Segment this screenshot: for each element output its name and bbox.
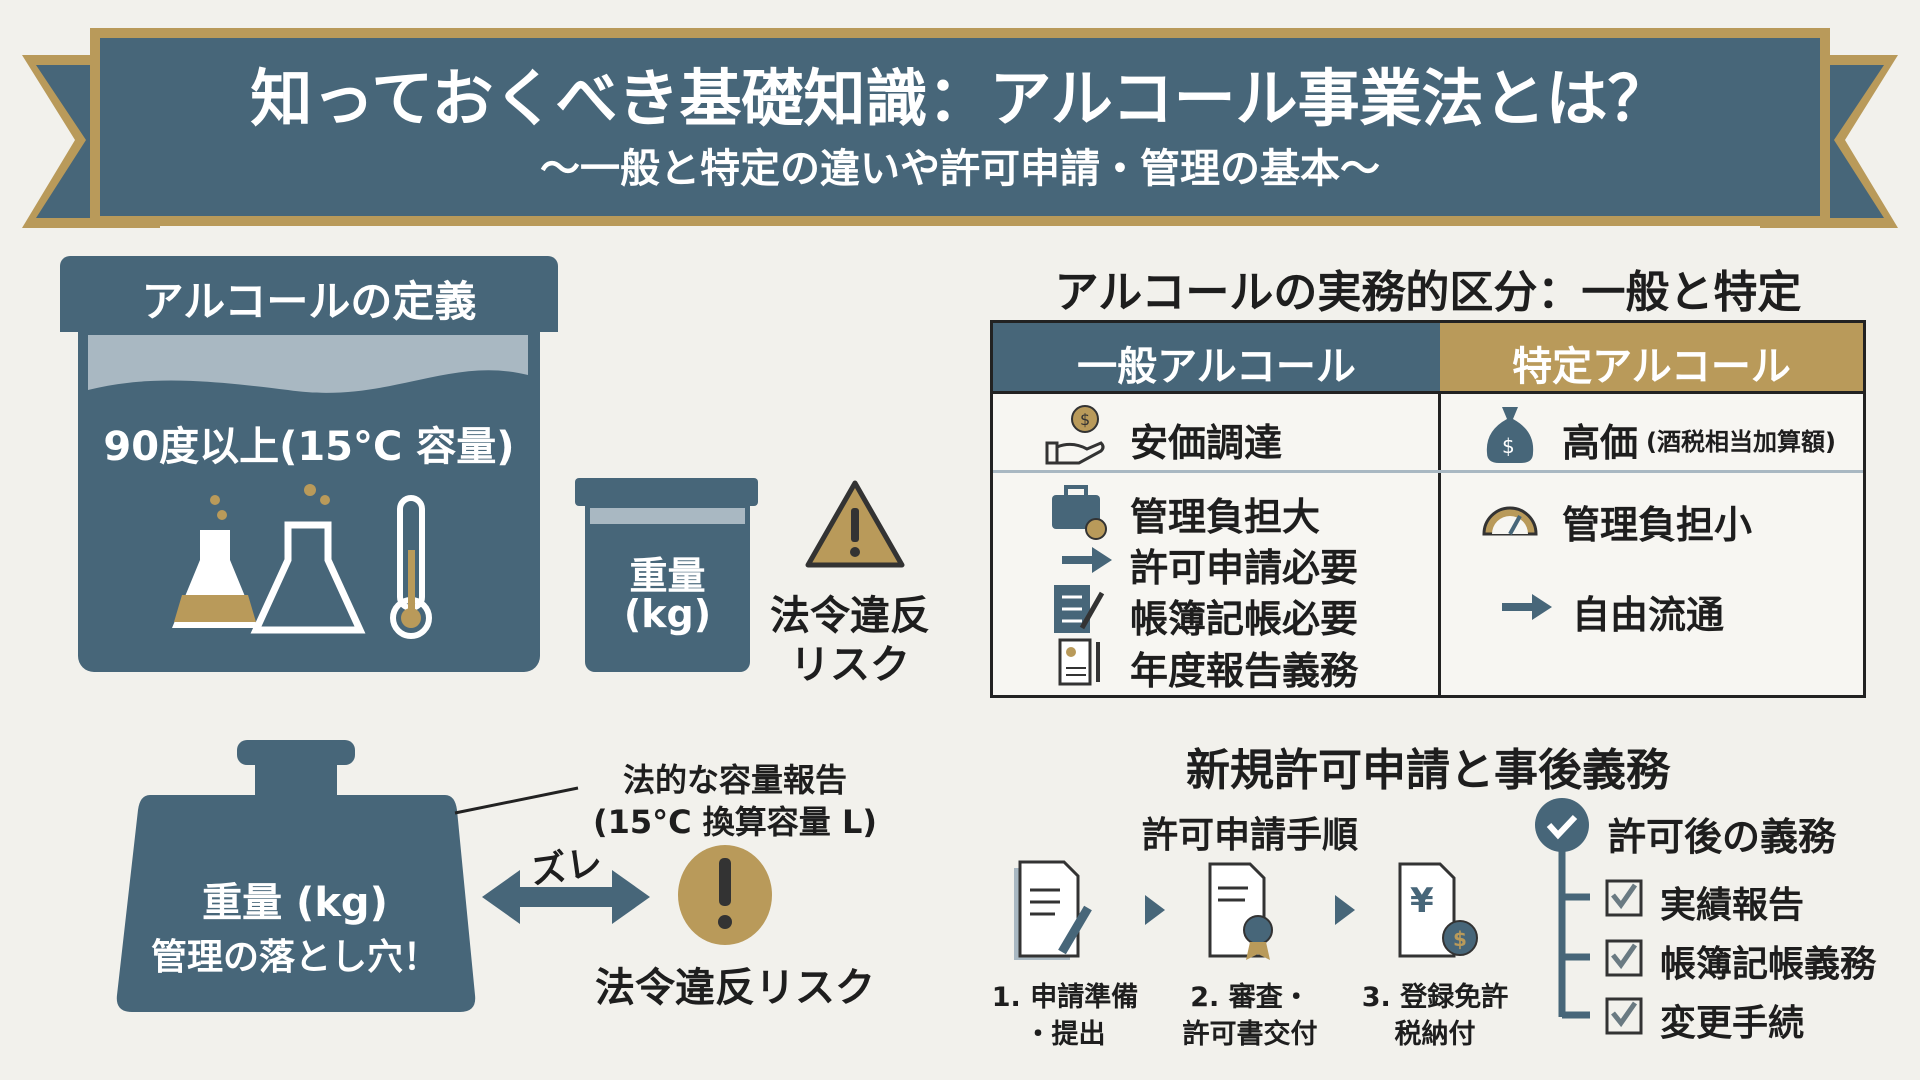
money-bag-icon: $ — [1486, 407, 1534, 463]
step-3-label: 3. 登録免許 — [1361, 982, 1509, 1013]
coin-hand-icon: $ — [1045, 405, 1105, 465]
beaker-icon — [250, 484, 366, 634]
specific-price: 高価 (酒税相当加算額) — [1562, 412, 1836, 467]
step-arrow-icon — [1335, 895, 1355, 925]
legal-risk-label: 法令違反リスク — [595, 965, 875, 1011]
ribbon-shape — [22, 28, 1898, 228]
specific-item: 自由流通 — [1572, 593, 1725, 637]
arrow-right-icon — [1062, 547, 1112, 573]
yen-document-icon: ¥ $ — [1398, 862, 1478, 958]
legal-report-unit: (15°C 換算容量 L) — [593, 803, 877, 841]
double-arrow-icon — [482, 870, 650, 924]
classification-title: アルコールの実務的区分：一般と特定 — [1054, 267, 1802, 318]
specific-item: 管理負担小 — [1562, 503, 1753, 547]
risk-label-line1: 法令違反 — [770, 593, 930, 639]
briefcase-icon — [1052, 485, 1107, 540]
page-subtitle: 〜一般と特定の違いや許可申請・管理の基本〜 — [540, 146, 1380, 192]
steps-title: 許可申請手順 — [1141, 815, 1358, 856]
certificate-icon — [1208, 862, 1273, 960]
obligation-item: 実績報告 — [1660, 885, 1805, 926]
svg-text:¥: ¥ — [1410, 881, 1434, 921]
specific-price-note: (酒税相当加算額) — [1646, 428, 1836, 456]
jar-label-weight: 重量 — [629, 554, 706, 598]
legal-report-label: 法的な容量報告 — [622, 761, 847, 799]
checkbox-icon — [1605, 997, 1643, 1035]
arrow-right-icon — [1502, 594, 1552, 620]
report-document-icon — [1058, 638, 1100, 686]
svg-text:$: $ — [1080, 410, 1090, 429]
general-item: 帳簿記帳必要 — [1130, 597, 1359, 641]
specific-header: 特定アルコール — [1512, 344, 1791, 390]
obligation-item: 変更手続 — [1660, 1003, 1805, 1044]
definition-title: アルコールの定義 — [141, 277, 477, 326]
step-1-label-2: ・提出 — [1024, 1019, 1106, 1050]
flask-thermometer-icons — [172, 484, 432, 639]
definition-condition: 90度以上(15°C 容量) — [103, 424, 515, 470]
step-arrow-icon — [1145, 895, 1165, 925]
risk-label-line2: リスク — [790, 642, 910, 688]
step-2-label: 2. 審査・ — [1190, 982, 1310, 1013]
svg-text:$: $ — [1453, 927, 1467, 951]
weight-jar — [585, 506, 750, 672]
specific-price-label: 高価 — [1562, 421, 1639, 465]
general-price: 安価調達 — [1130, 421, 1283, 465]
svg-text:$: $ — [1502, 434, 1515, 458]
checklist-pencil-icon — [1054, 585, 1105, 633]
general-item: 年度報告義務 — [1130, 649, 1359, 693]
checkbox-icon — [1605, 879, 1643, 917]
obligations-title: 許可後の義務 — [1608, 815, 1837, 859]
thermometer-icon — [390, 495, 432, 639]
procedures-title: 新規許可申請と事後義務 — [1186, 745, 1670, 796]
pitfall-label: 管理の落とし穴！ — [150, 937, 439, 978]
step-1-label: 1. 申請準備 — [991, 982, 1139, 1013]
general-item: 許可申請必要 — [1130, 546, 1359, 590]
obligation-item: 帳簿記帳義務 — [1660, 944, 1877, 985]
obligations-tree — [1535, 798, 1643, 1035]
check-circle-icon — [1535, 798, 1589, 852]
step-3-label-2: 税納付 — [1394, 1019, 1476, 1050]
checkbox-icon — [1605, 939, 1643, 977]
jar-label-unit: (kg) — [623, 592, 712, 636]
general-header: 一般アルコール — [1077, 344, 1356, 390]
warning-triangle-icon — [805, 480, 905, 568]
exclamation-circle-icon — [678, 845, 772, 945]
weight-label: 重量 (kg) — [202, 880, 388, 926]
weight-pitfall-graphics — [116, 740, 772, 1012]
gap-label: ズレ — [527, 842, 606, 893]
document-pencil-icon — [1014, 860, 1092, 960]
step-2-label-2: 許可書交付 — [1182, 1019, 1318, 1050]
general-item: 管理負担大 — [1130, 495, 1321, 539]
step-icons: ¥ $ — [1014, 860, 1478, 960]
speedometer-icon — [1482, 506, 1538, 536]
page-title: 知っておくべき基礎知識：アルコール事業法とは？ — [250, 62, 1670, 135]
jar-lid — [575, 478, 758, 506]
callout-line — [454, 786, 579, 815]
flask-icon — [172, 495, 258, 628]
liquid-wave — [88, 335, 528, 393]
